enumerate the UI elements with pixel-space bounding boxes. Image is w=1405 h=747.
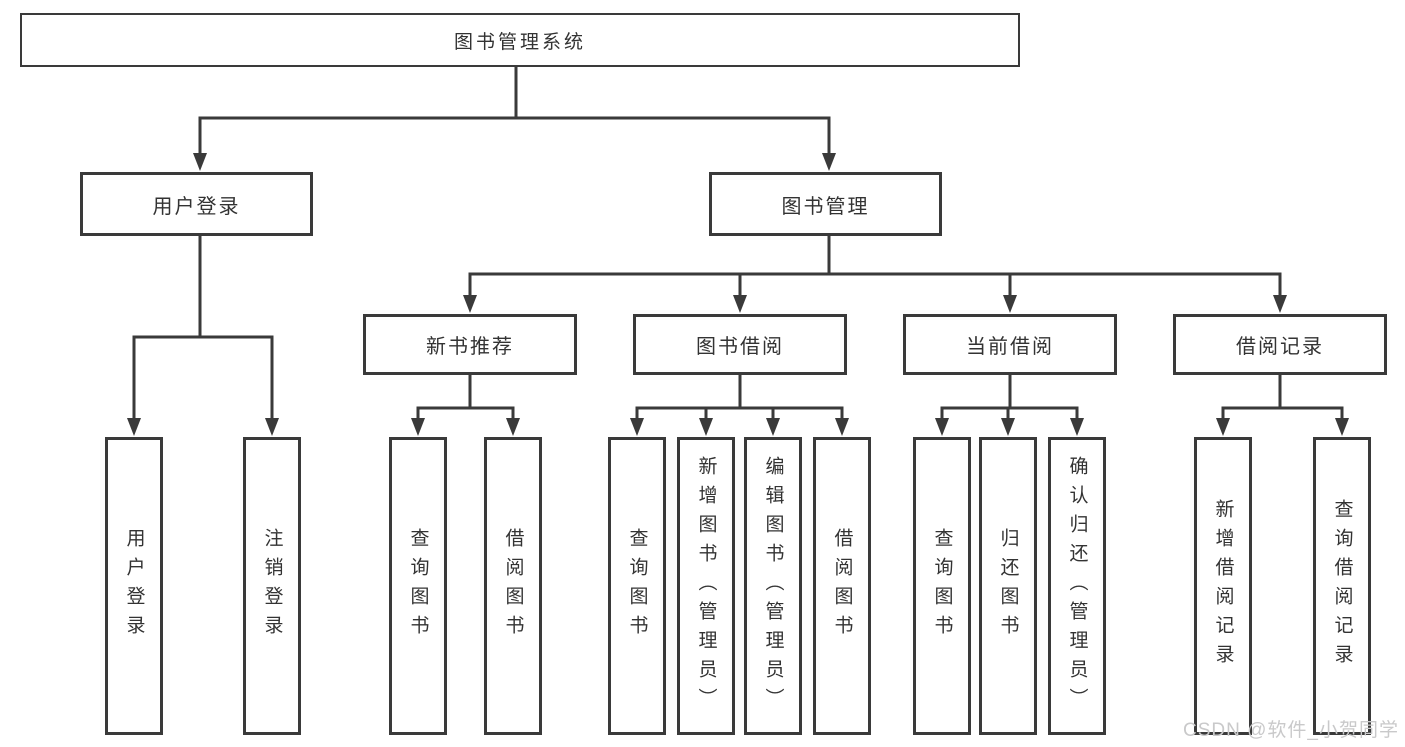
node-book-manage: 图书管理 [709,172,942,236]
leaf-query-book-1: 查询图书 [389,437,447,735]
node-root-title: 图书管理系统 [20,13,1020,67]
node-new-book-recommend: 新书推荐 [363,314,577,375]
node-borrow-record: 借阅记录 [1173,314,1387,375]
leaf-label: 查询图书 [931,528,953,644]
arrowheads [127,153,1349,436]
leaf-label: 查询图书 [407,528,429,644]
node-book-borrow: 图书借阅 [633,314,847,375]
leaf-query-book-2: 查询图书 [608,437,666,735]
leaf-confirm-return-admin: 确认归还（管理员） [1048,437,1106,735]
leaf-label: 归还图书 [997,528,1019,644]
csdn-watermark: CSDN @软件_小贺同学 [1183,720,1399,741]
leaf-query-book-3: 查询图书 [913,437,971,735]
leaf-label: 注销登录 [261,528,283,644]
leaf-label: 用户登录 [123,528,145,644]
node-current-borrow: 当前借阅 [903,314,1117,375]
leaf-label: 查询图书 [626,528,648,644]
node-user-login: 用户登录 [80,172,313,236]
leaf-label: 新增图书（管理员） [695,455,717,717]
leaf-return-book: 归还图书 [979,437,1037,735]
leaf-add-book-admin: 新增图书（管理员） [677,437,735,735]
leaf-borrow-book-1: 借阅图书 [484,437,542,735]
leaf-borrow-book-2: 借阅图书 [813,437,871,735]
leaf-label: 确认归还（管理员） [1066,455,1088,717]
leaf-logout: 注销登录 [243,437,301,735]
leaf-query-borrow-record: 查询借阅记录 [1313,437,1371,735]
leaf-add-borrow-record: 新增借阅记录 [1194,437,1252,735]
leaf-label: 借阅图书 [831,528,853,644]
leaf-label: 新增借阅记录 [1212,499,1234,673]
leaf-label: 查询借阅记录 [1331,499,1353,673]
leaf-user-login: 用户登录 [105,437,163,735]
leaf-label: 编辑图书（管理员） [762,455,784,717]
leaf-label: 借阅图书 [502,528,524,644]
leaf-edit-book-admin: 编辑图书（管理员） [744,437,802,735]
